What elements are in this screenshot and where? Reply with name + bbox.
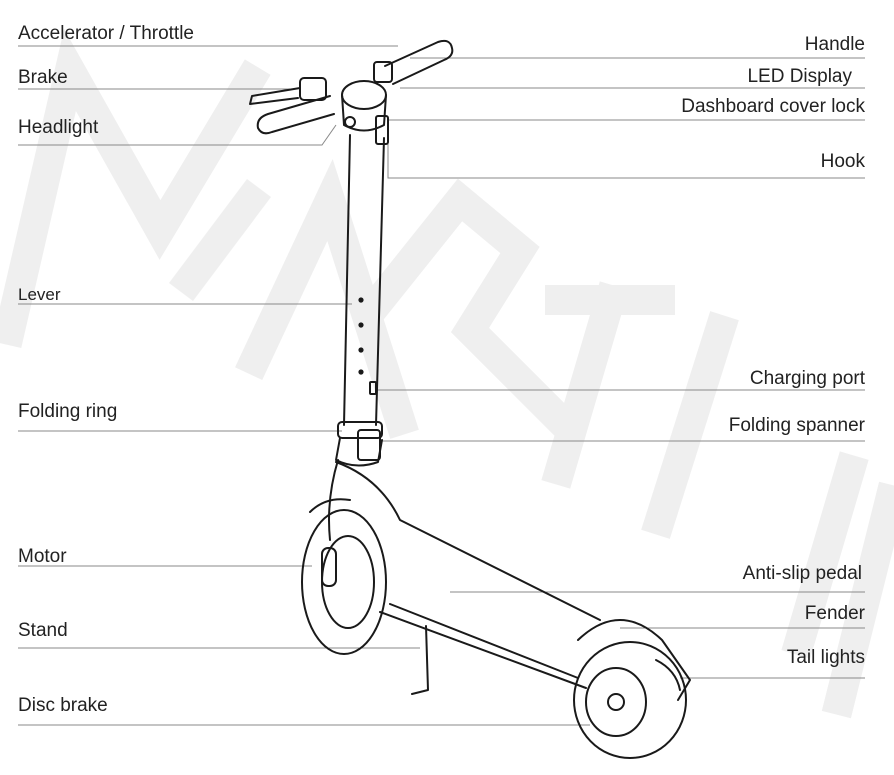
dashboard-lock <box>375 115 389 145</box>
label-folding-spanner: Folding spanner <box>728 415 865 436</box>
label-motor: Motor <box>18 546 67 567</box>
label-anti-slip-pedal: Anti-slip pedal <box>742 563 862 584</box>
deck-top <box>335 461 601 621</box>
leader-headlight <box>18 124 337 146</box>
folding-spanner-shape <box>357 429 381 461</box>
label-charging-port: Charging port <box>749 368 865 389</box>
rear-wheel <box>573 641 687 759</box>
motor-hub <box>321 547 337 587</box>
scooter-drawing <box>249 39 691 759</box>
front-wheel <box>301 509 387 655</box>
brake-block <box>299 77 327 101</box>
label-tail-lights: Tail lights <box>786 647 865 668</box>
label-led-display: LED Display <box>747 66 852 87</box>
display-head <box>341 80 387 110</box>
label-folding-ring: Folding ring <box>18 401 118 422</box>
watermark <box>0 28 894 719</box>
label-lever: Lever <box>18 285 61 304</box>
kickstand <box>411 625 429 695</box>
charging-port-mark <box>369 381 377 395</box>
tail-light-shape <box>655 659 681 691</box>
label-dashboard-cover-lock: Dashboard cover lock <box>681 96 865 117</box>
label-hook: Hook <box>820 151 865 172</box>
disc-brake-rotor <box>585 667 647 737</box>
deck-bottom <box>379 611 587 689</box>
leader-lines <box>18 45 865 726</box>
throttle-block <box>373 61 393 83</box>
label-brake: Brake <box>18 67 68 88</box>
folding-ring-shape <box>337 421 383 439</box>
front-fender <box>309 498 351 513</box>
handlebar-right-grip <box>384 39 454 85</box>
label-accelerator-throttle: Accelerator / Throttle <box>18 23 195 44</box>
leader-hook <box>387 138 865 179</box>
brake-lever <box>249 87 301 105</box>
label-headlight: Headlight <box>18 117 99 138</box>
label-disc-brake: Disc brake <box>18 695 108 716</box>
handlebar-left-grip <box>256 95 335 135</box>
stem <box>343 134 385 426</box>
rear-fender <box>577 619 691 701</box>
headlight-lens <box>344 116 356 128</box>
label-fender: Fender <box>804 603 865 624</box>
label-stand: Stand <box>18 620 68 641</box>
label-handle: Handle <box>804 34 865 55</box>
